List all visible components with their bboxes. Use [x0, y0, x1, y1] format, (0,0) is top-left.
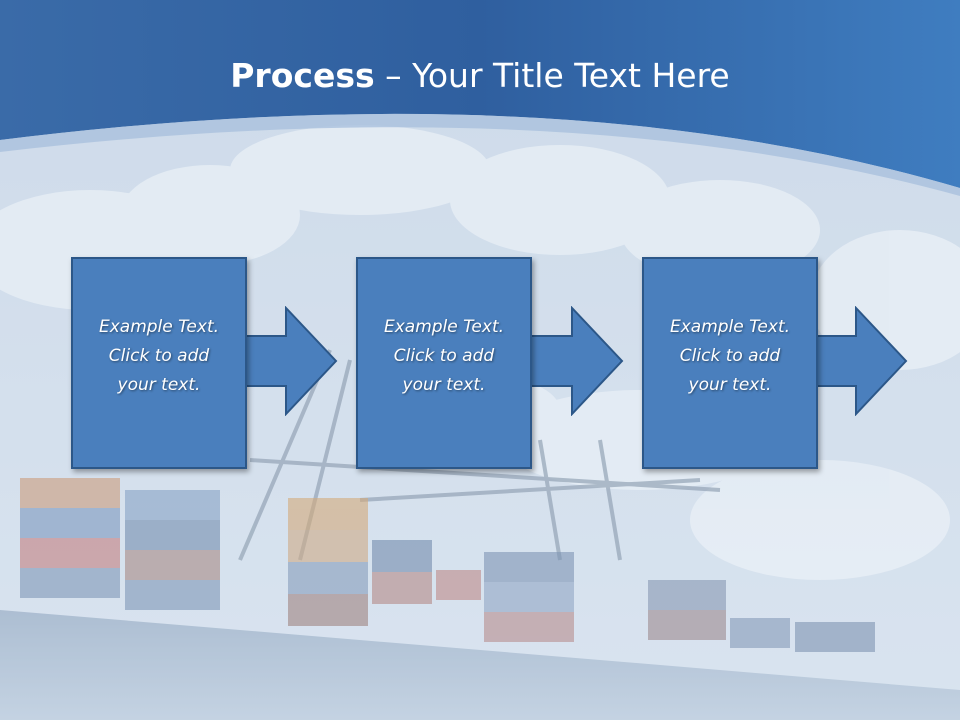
arrow-right-icon [813, 306, 908, 416]
process-step-2[interactable]: Example Text. Click to add your text. [356, 257, 532, 469]
title-dash: – [374, 56, 413, 95]
step-2-text: Example Text. Click to add your text. [383, 317, 505, 395]
cranes [238, 349, 721, 561]
step-1-text: Example Text. Click to add your text. [98, 317, 220, 395]
arrow-right-icon [243, 306, 338, 416]
step-3-text: Example Text. Click to add your text. [669, 317, 791, 395]
title-rest: Your Title Text Here [412, 56, 730, 95]
containers [20, 478, 875, 652]
arrow-right-icon [529, 306, 624, 416]
header-band [0, 0, 960, 188]
process-step-1[interactable]: Example Text. Click to add your text. [71, 257, 247, 469]
slide-title[interactable]: Process – Your Title Text Here [0, 52, 960, 100]
process-step-3[interactable]: Example Text. Click to add your text. [642, 257, 818, 469]
title-bold: Process [230, 56, 375, 95]
ship-hull [0, 610, 960, 720]
